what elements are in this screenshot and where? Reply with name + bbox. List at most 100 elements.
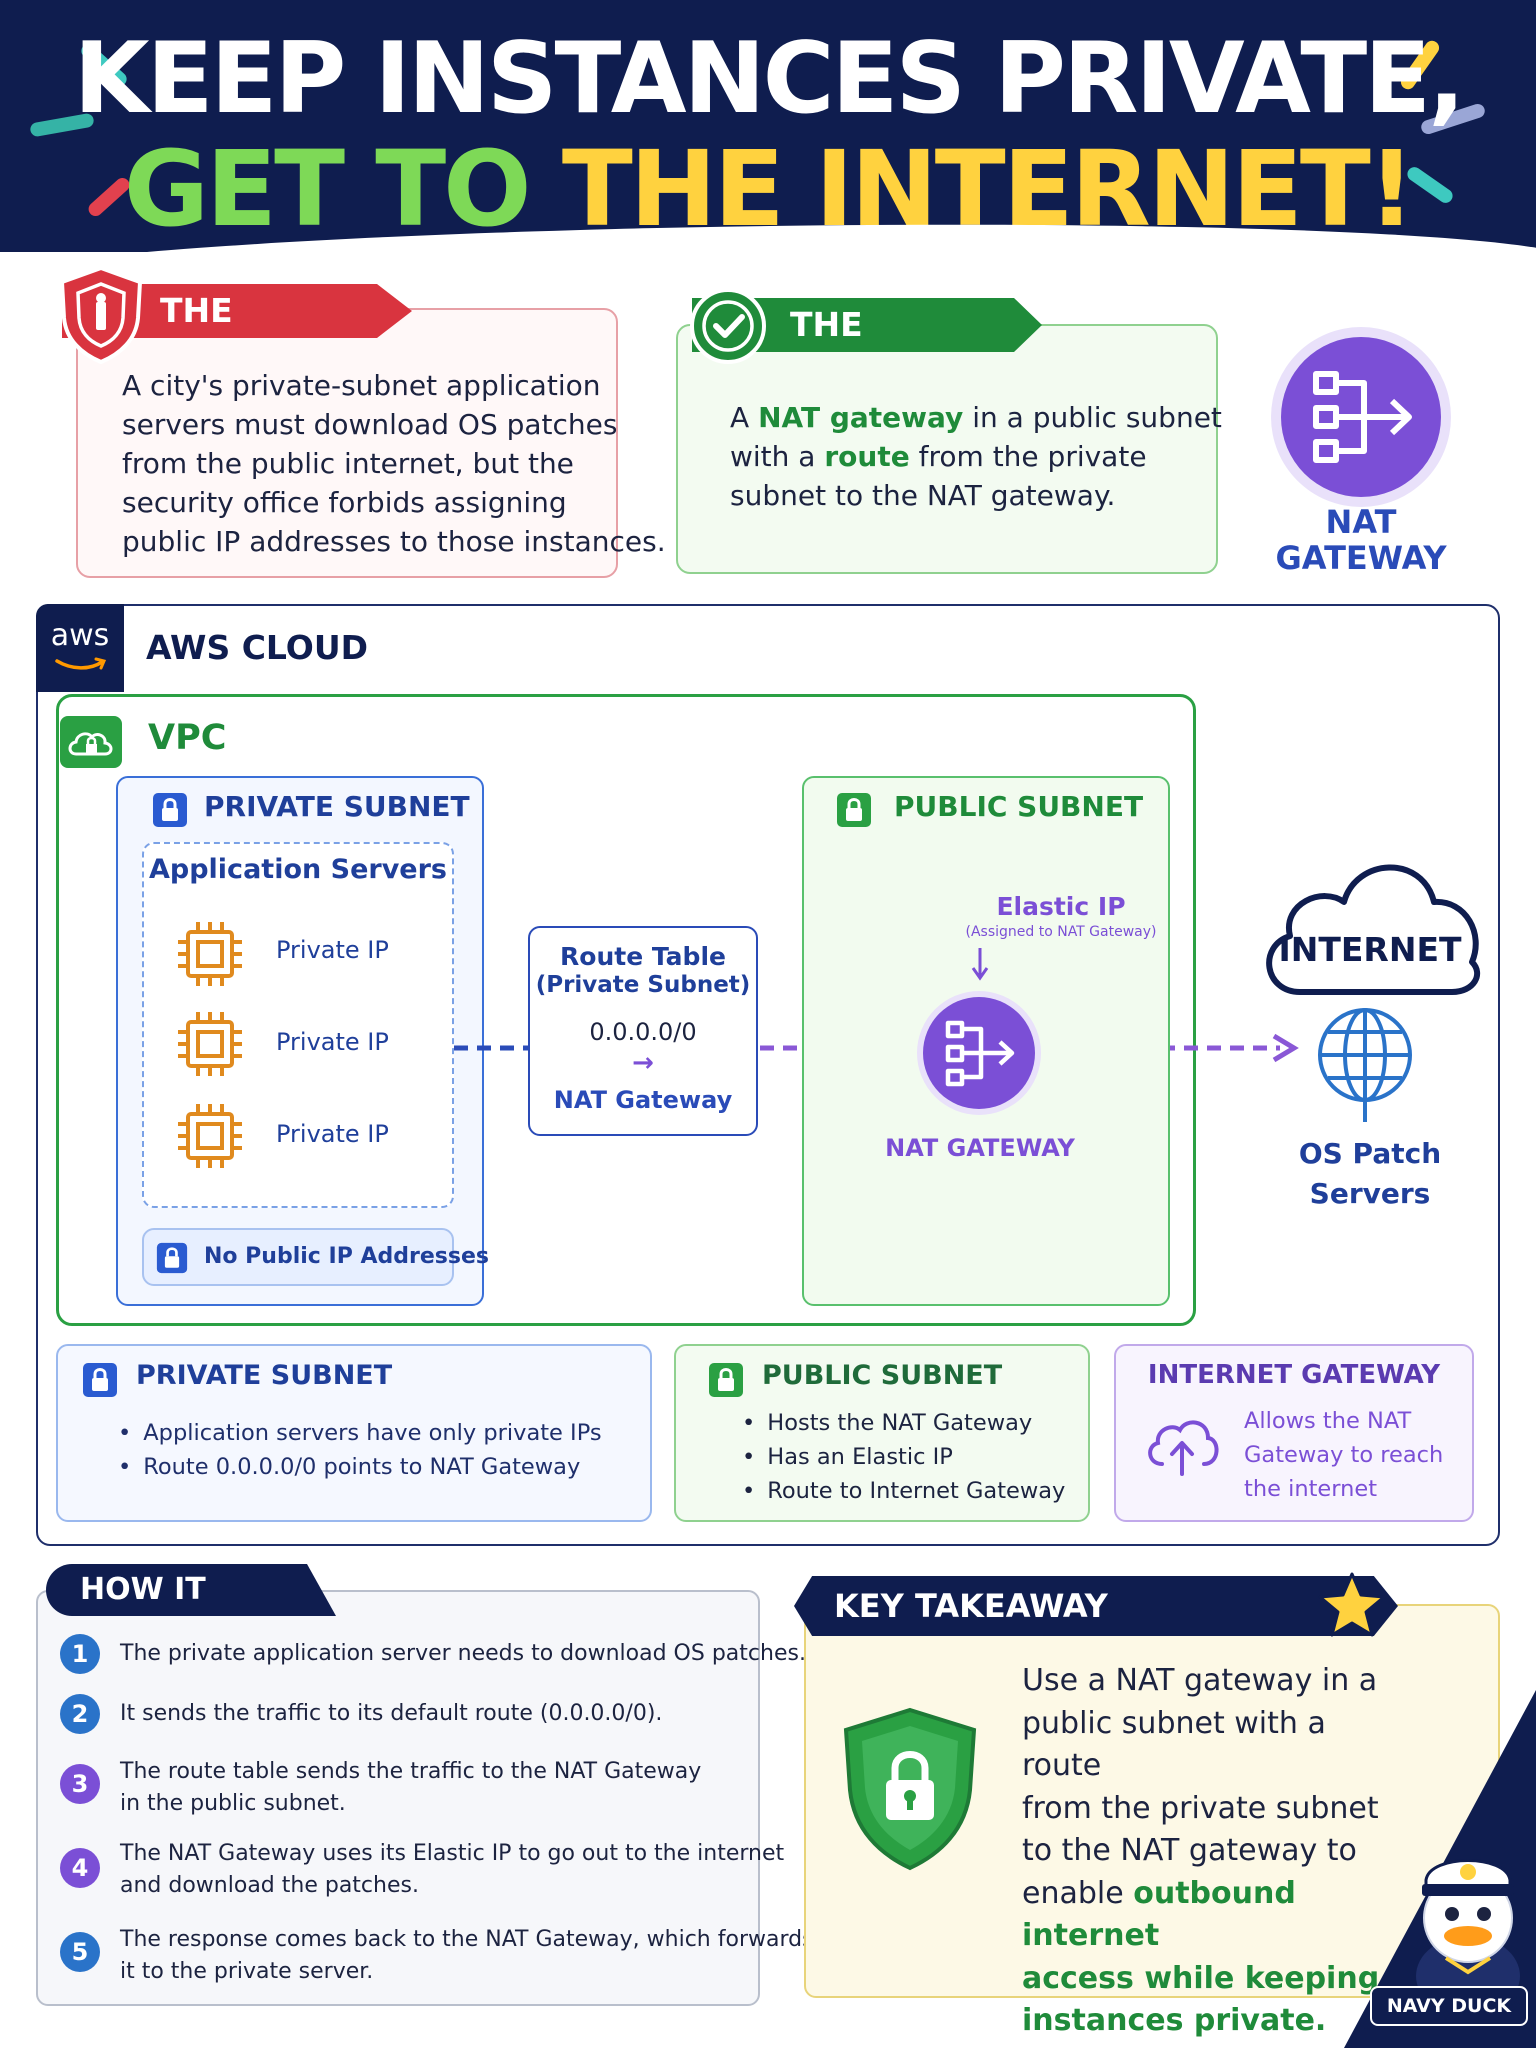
problem-card — [76, 308, 618, 578]
key-line: enable outbound internet — [1022, 1873, 1402, 1958]
key-line: Use a NAT gateway in a — [1022, 1663, 1378, 1698]
step-number: 3 — [60, 1764, 100, 1804]
star-icon — [1318, 1572, 1386, 1637]
key-line: to the NAT gateway to — [1022, 1833, 1357, 1868]
solution-line: with a route from the private — [730, 437, 1222, 476]
key-line: instances private. — [1022, 2003, 1327, 2038]
route-arrow: → — [632, 1048, 654, 1078]
step-line: it to the private server. — [120, 1959, 374, 1984]
list-item: Route 0.0.0.0/0 points to NAT Gateway — [118, 1450, 602, 1484]
info-public-subnet: PUBLIC SUBNET Hosts the NAT Gateway Has … — [674, 1344, 1090, 1522]
solution-text: A NAT gateway in a public subnet with a … — [730, 398, 1222, 515]
nat-gateway-label: NAT GATEWAY — [885, 1134, 1075, 1162]
nat-label-line: NAT — [1325, 503, 1397, 541]
step-text: It sends the traffic to its default rout… — [120, 1701, 663, 1726]
highlight-nat: NAT gateway — [758, 401, 964, 434]
info-private-bullets: Application servers have only private IP… — [118, 1416, 602, 1484]
aws-logo-text: aws — [50, 618, 110, 653]
key-line: public subnet with a route — [1022, 1705, 1326, 1784]
server-private-ip: Private IP — [276, 1028, 389, 1056]
info-private-subnet: PRIVATE SUBNET Application servers have … — [56, 1344, 652, 1522]
elastic-ip-note: (Assigned to NAT Gateway) — [965, 924, 1157, 940]
step-number: 2 — [60, 1694, 100, 1734]
key-line: access while keeping — [1022, 1960, 1380, 1996]
key-takeaway-tag: KEY TAKEAWAY — [794, 1576, 1398, 1636]
step-number: 5 — [60, 1932, 100, 1972]
cloud-upload-icon — [1148, 1420, 1219, 1476]
lock-icon — [156, 1242, 188, 1274]
elastic-ip-label: Elastic IP — [996, 892, 1126, 921]
step-text: The NAT Gateway uses its Elastic IP to g… — [120, 1838, 784, 1902]
vpc-cloud-lock-icon — [60, 716, 122, 768]
lock-icon — [83, 1363, 117, 1397]
key-line: from the private subnet — [1022, 1790, 1379, 1826]
solution-line: subnet to the NAT gateway. — [730, 479, 1116, 512]
nat-gateway-icon — [1271, 327, 1451, 507]
server-private-ip: Private IP — [276, 936, 389, 964]
server-chip-icon — [178, 1104, 242, 1168]
route-cidr: 0.0.0.0/0 — [589, 1018, 697, 1046]
aws-cloud-title: AWS CLOUD — [146, 628, 369, 667]
step-line: The response comes back to the NAT Gatew… — [120, 1927, 814, 1952]
title-green-part: GET TO — [123, 128, 532, 250]
server-chip-icon — [178, 922, 242, 986]
internet-title: INTERNET — [1278, 930, 1462, 969]
problem-line: A city's private-subnet application — [122, 369, 601, 402]
how-it-works-tag: HOW IT WORKS — [46, 1564, 336, 1616]
text-span: in a public subnet — [963, 401, 1222, 434]
igw-line: Gateway to reach — [1244, 1442, 1444, 1468]
problem-line: security office forbids assigning — [122, 486, 567, 519]
nat-label-line: GATEWAY — [1275, 539, 1447, 577]
igw-line: Allows the NAT — [1244, 1408, 1412, 1434]
no-public-ip-badge: No Public IP Addresses — [142, 1228, 489, 1286]
step-line: The NAT Gateway uses its Elastic IP to g… — [120, 1841, 785, 1866]
highlight-route: route — [824, 440, 910, 473]
lock-icon — [709, 1363, 743, 1397]
application-servers-box — [142, 842, 454, 1208]
key-takeaway-text: Use a NAT gateway in a public subnet wit… — [1022, 1660, 1402, 2043]
nat-gateway-icon — [917, 991, 1041, 1115]
step-text: The route table sends the traffic to the… — [120, 1756, 701, 1820]
list-item: Route to Internet Gateway — [742, 1474, 1065, 1508]
problem-text: A city's private-subnet application serv… — [122, 366, 666, 561]
os-patch-servers-label: OS Patch Servers — [1252, 1134, 1488, 1214]
igw-line: the internet — [1244, 1476, 1378, 1502]
step-number: 4 — [60, 1848, 100, 1888]
step-line: in the public subnet. — [120, 1791, 346, 1816]
os-patch-line: OS Patch — [1298, 1137, 1442, 1170]
route-table-title: Route Table — [560, 942, 726, 971]
problem-line: from the public internet, but the — [122, 447, 574, 480]
check-circle-icon — [690, 288, 766, 364]
private-subnet-title: PRIVATE SUBNET — [204, 790, 470, 823]
header-banner: KEEP INSTANCES PRIVATE, GET TO THE INTER… — [0, 0, 1536, 252]
server-private-ip: Private IP — [276, 1120, 389, 1148]
route-table-subtitle: (Private Subnet) — [535, 972, 751, 998]
vpc-title: VPC — [148, 718, 227, 758]
os-patch-line: Servers — [1309, 1177, 1431, 1210]
route-target: NAT Gateway — [553, 1086, 733, 1114]
problem-line: servers must download OS patches — [122, 408, 618, 441]
step-line: The route table sends the traffic to the… — [120, 1759, 702, 1784]
info-igw-title: INTERNET GATEWAY — [1147, 1360, 1441, 1390]
shield-alert-icon — [59, 265, 143, 364]
public-subnet-title: PUBLIC SUBNET — [894, 790, 1144, 823]
text-span: enable — [1022, 1875, 1134, 1911]
how-it-works-box — [36, 1590, 760, 2006]
nat-gateway-label: NAT GATEWAY — [1268, 504, 1454, 576]
text-span: A — [730, 401, 759, 434]
solution-line: A NAT gateway in a public subnet — [730, 398, 1222, 437]
aws-smile-icon — [55, 657, 107, 670]
application-servers-title: Application Servers — [149, 854, 447, 885]
info-public-bullets: Hosts the NAT Gateway Has an Elastic IP … — [742, 1406, 1065, 1508]
arrow-down-icon — [971, 948, 989, 981]
title-line-1: KEEP INSTANCES PRIVATE, — [73, 22, 1466, 136]
list-item: Has an Elastic IP — [742, 1440, 1065, 1474]
lock-icon — [837, 793, 871, 827]
highlight-outbound: outbound internet — [1022, 1875, 1296, 1954]
info-private-title: PRIVATE SUBNET — [136, 1360, 393, 1391]
info-public-title: PUBLIC SUBNET — [762, 1360, 1003, 1391]
list-item: Application servers have only private IP… — [118, 1416, 601, 1450]
problem-line: public IP addresses to those instances. — [122, 525, 666, 558]
route-table-box: Route Table (Private Subnet) 0.0.0.0/0 →… — [528, 926, 758, 1136]
list-item: Hosts the NAT Gateway — [742, 1406, 1065, 1440]
